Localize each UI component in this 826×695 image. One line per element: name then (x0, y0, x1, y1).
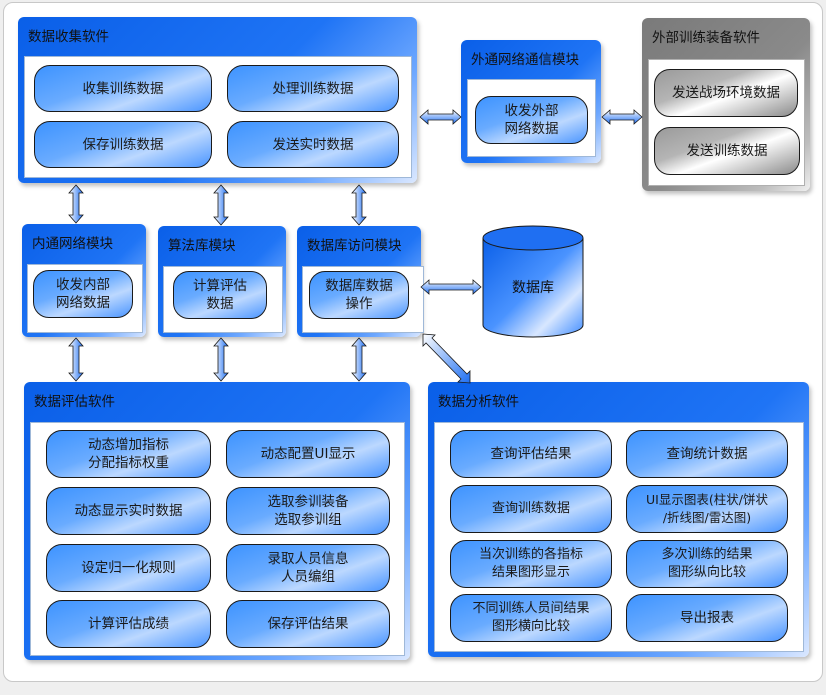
panel-title: 外通网络通信模块 (471, 52, 579, 68)
database-cylinder[interactable]: 数据库 (481, 225, 585, 340)
node-save-evaluation[interactable]: 保存评估结果 (226, 600, 390, 648)
node-normalization-rules[interactable]: 设定归一化规则 (46, 544, 211, 592)
panel-database-access: 数据库访问模块 数据库数据 操作 (297, 226, 424, 337)
arrow-extcomm-equipment (601, 109, 643, 125)
node-add-indicators[interactable]: 动态增加指标 分配指标权重 (46, 430, 211, 478)
database-label: 数据库 (512, 280, 554, 296)
node-external-network-data[interactable]: 收发外部 网络数据 (475, 96, 588, 144)
arrow-db-access-database (420, 279, 482, 295)
node-show-realtime-data[interactable]: 动态显示实时数据 (46, 487, 211, 535)
panel-data-evaluation: 数据评估软件 动态增加指标 分配指标权重 动态配置UI显示 动态显示实时数据 选… (24, 382, 410, 660)
arrow-dbaccess-analyze (422, 333, 471, 384)
node-send-training-data[interactable]: 发送训练数据 (654, 127, 800, 175)
node-collect-training-data[interactable]: 收集训练数据 (34, 65, 212, 112)
panel-title: 数据评估软件 (34, 394, 115, 410)
node-save-training-data[interactable]: 保存训练数据 (34, 121, 212, 168)
node-single-training-charts[interactable]: 当次训练的各指标 结果图形显示 (450, 540, 612, 588)
panel-title: 内通网络模块 (32, 236, 113, 252)
arrow-collect-innernet (68, 184, 84, 224)
panel-internal-network: 内通网络模块 收发内部 网络数据 (22, 224, 146, 337)
node-query-statistics[interactable]: 查询统计数据 (626, 430, 788, 478)
node-internal-network-data[interactable]: 收发内部 网络数据 (33, 270, 133, 318)
node-query-evaluation[interactable]: 查询评估结果 (450, 430, 612, 478)
node-export-report[interactable]: 导出报表 (626, 594, 788, 642)
panel-external-equipment: 外部训练装备软件 发送战场环境数据 发送训练数据 (642, 18, 810, 191)
node-personnel-info[interactable]: 录取人员信息 人员编组 (226, 544, 390, 592)
panel-title: 数据分析软件 (438, 394, 519, 410)
node-ui-charts[interactable]: UI显示图表(柱状/饼状 /折线图/雷达图) (626, 485, 788, 533)
panel-title: 数据库访问模块 (307, 238, 402, 254)
node-compute-evaluation-data[interactable]: 计算评估 数据 (173, 271, 267, 319)
node-personnel-compare[interactable]: 不同训练人员间结果 图形横向比较 (450, 594, 612, 642)
arrow-algo-evaluate (213, 337, 229, 382)
node-send-battlefield-data[interactable]: 发送战场环境数据 (654, 69, 798, 117)
arrow-collect-algo (213, 184, 229, 226)
arrow-innernet-evaluate (68, 337, 84, 382)
panel-title: 数据收集软件 (28, 29, 109, 45)
node-select-equipment[interactable]: 选取参训装备 选取参训组 (226, 487, 390, 535)
panel-title: 外部训练装备软件 (652, 30, 760, 46)
database-icon (482, 225, 584, 338)
panel-algorithm-library: 算法库模块 计算评估 数据 (158, 226, 286, 337)
node-query-training-data[interactable]: 查询训练数据 (450, 485, 612, 533)
node-send-realtime-data[interactable]: 发送实时数据 (227, 121, 399, 168)
panel-title: 算法库模块 (168, 238, 236, 254)
panel-data-collection: 数据收集软件 收集训练数据 处理训练数据 保存训练数据 发送实时数据 (18, 17, 417, 183)
panel-external-comm: 外通网络通信模块 收发外部 网络数据 (461, 40, 601, 163)
node-compute-scores[interactable]: 计算评估成绩 (46, 600, 211, 648)
arrow-dbaccess-evaluate (351, 337, 367, 382)
arrow-collect-extcomm (419, 109, 462, 125)
node-database-operation[interactable]: 数据库数据 操作 (309, 271, 409, 319)
node-process-training-data[interactable]: 处理训练数据 (227, 65, 399, 112)
arrow-collect-dbaccess (351, 184, 367, 226)
node-multi-training-compare[interactable]: 多次训练的结果 图形纵向比较 (626, 540, 788, 588)
node-configure-ui[interactable]: 动态配置UI显示 (226, 430, 390, 478)
panel-data-analysis: 数据分析软件 查询评估结果 查询统计数据 查询训练数据 UI显示图表(柱状/饼状… (428, 382, 809, 657)
